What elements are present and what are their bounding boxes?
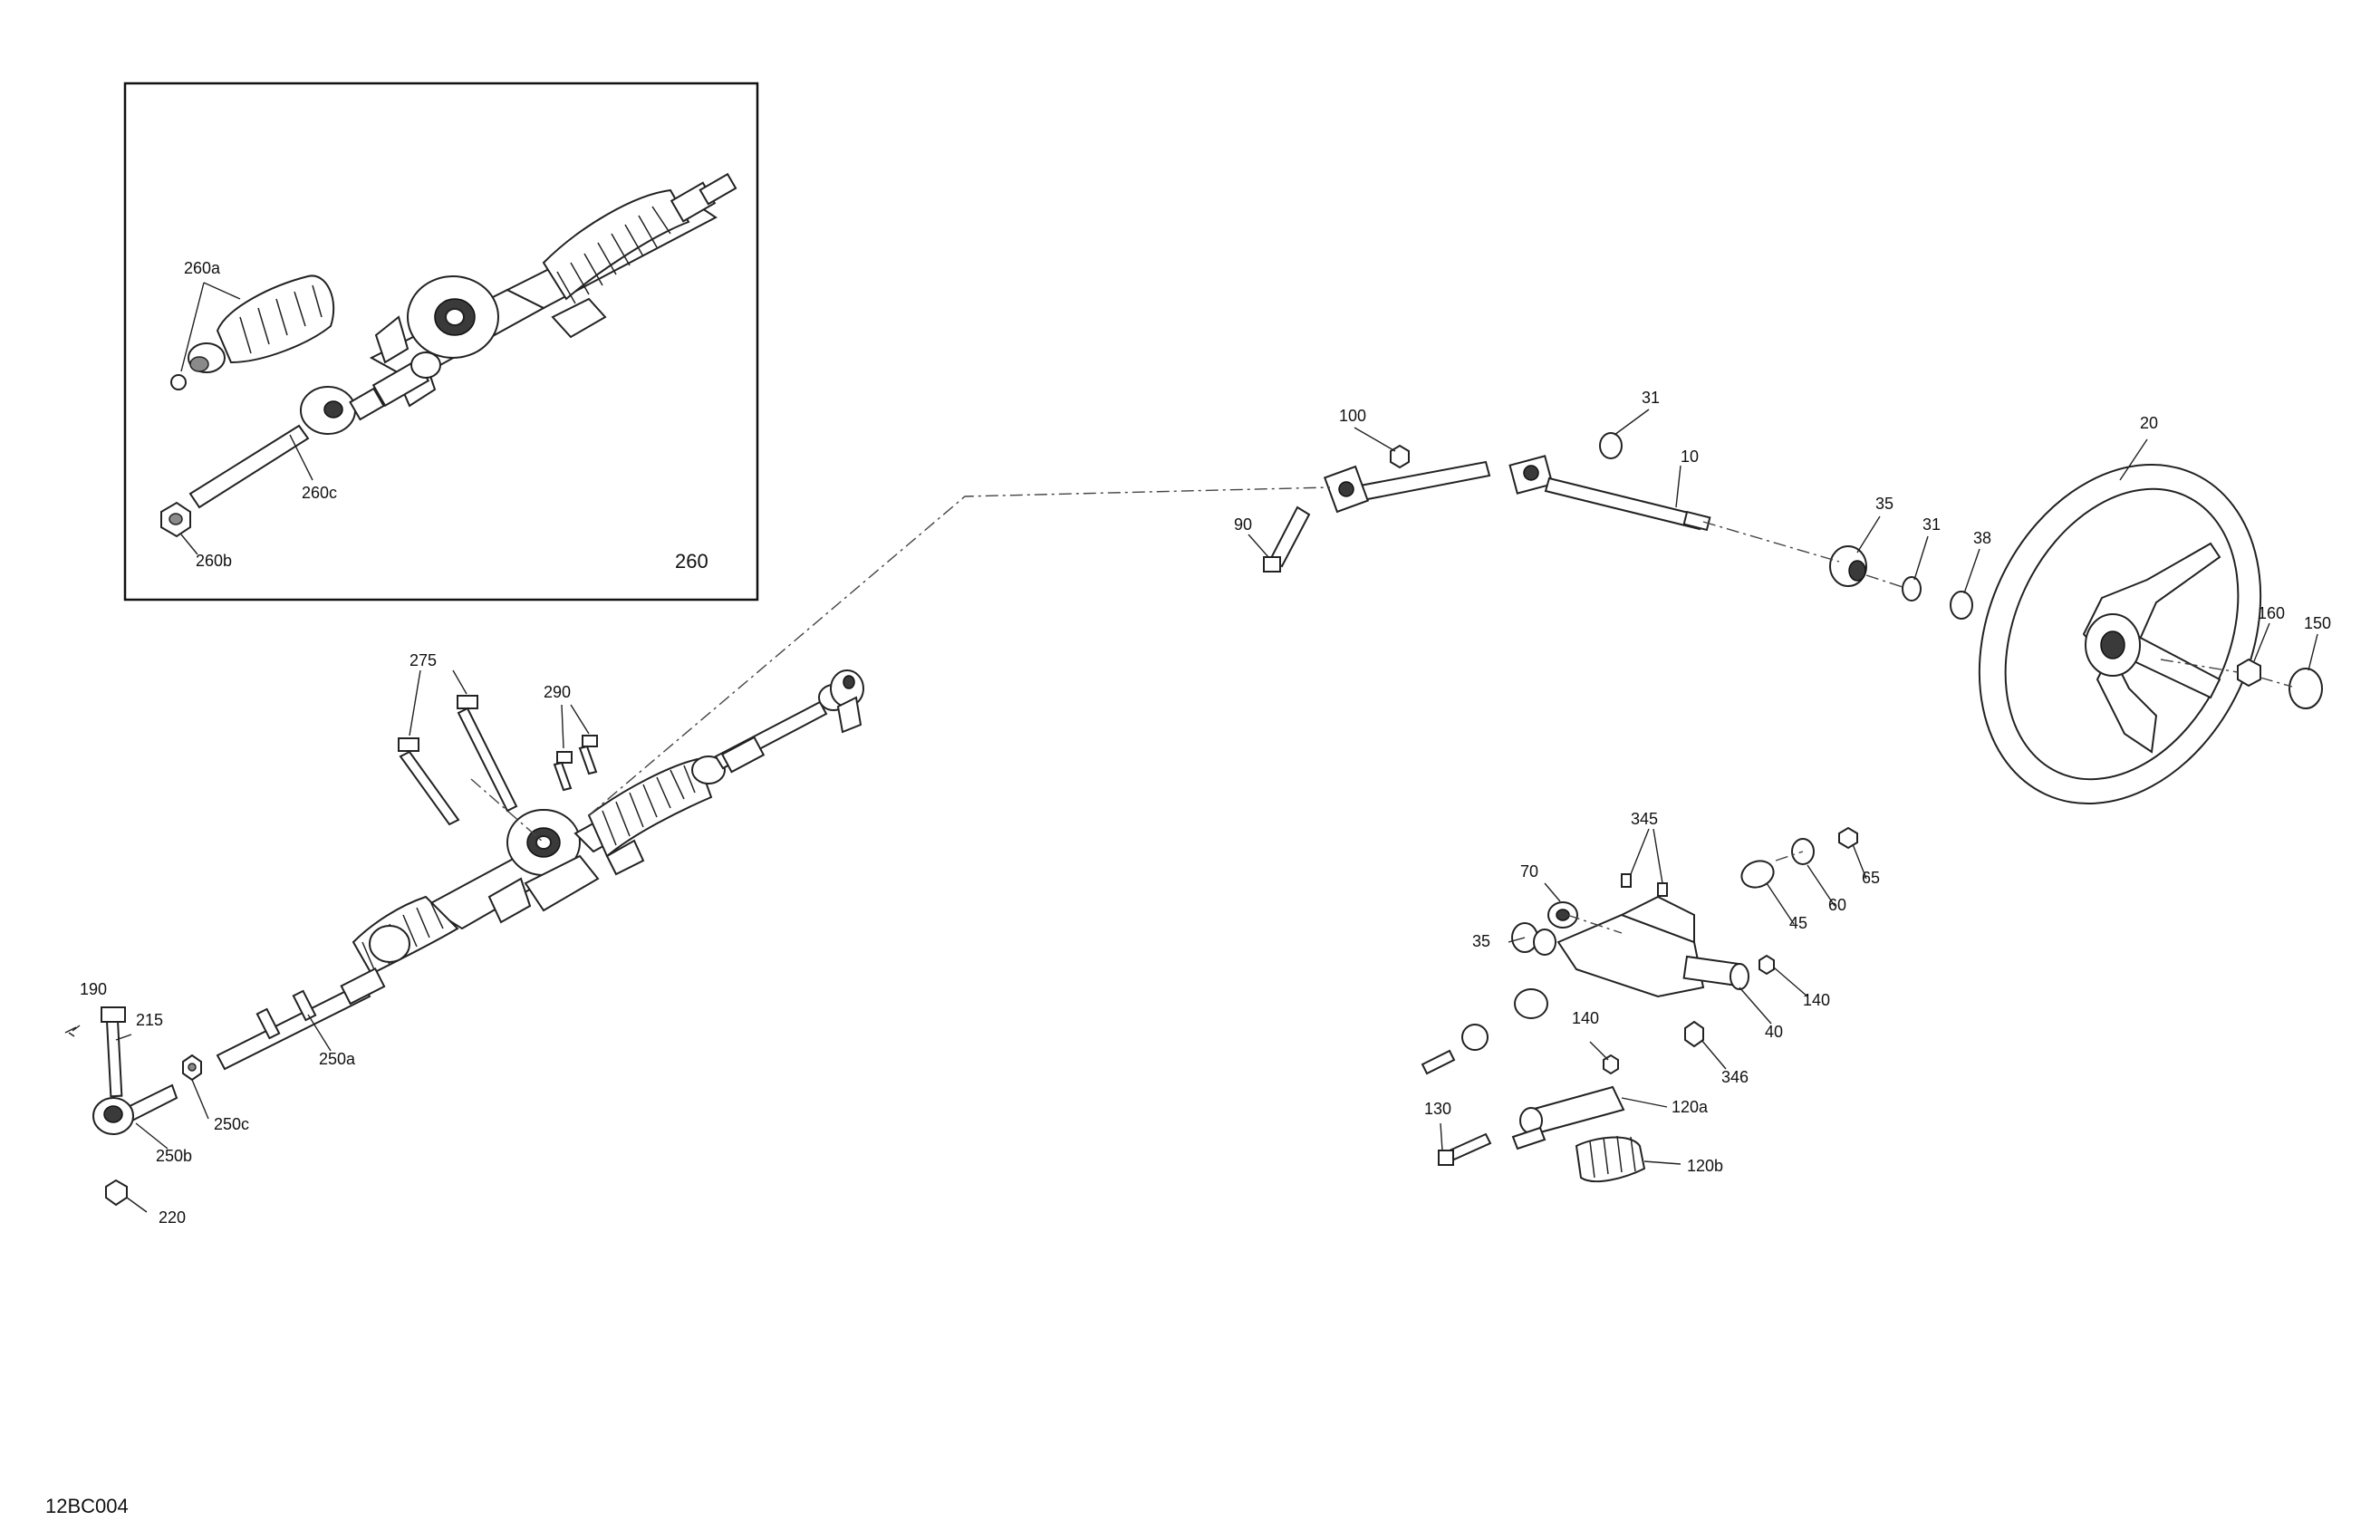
label-10: 10 [1681, 448, 1699, 466]
rack-tie-rod-right [714, 669, 864, 774]
label-31-lower: 31 [1922, 515, 1941, 534]
bolt-65 [1838, 826, 1858, 850]
cotter-pin-190 [64, 1026, 77, 1037]
label-150: 150 [2304, 614, 2331, 632]
steering-wheel-20 [1978, 463, 2262, 805]
label-38: 38 [1973, 529, 1991, 547]
u-joint-upper [1508, 455, 1554, 495]
label-250b: 250b [156, 1147, 192, 1165]
nut-346 [1684, 1020, 1704, 1048]
screws-345 [1621, 873, 1668, 897]
bolt-130 [1421, 1049, 1492, 1166]
label-346: 346 [1721, 1068, 1749, 1086]
steering-shaft-10 [1323, 455, 1711, 532]
rack-boot-left [352, 895, 459, 976]
boot-120b [1575, 1135, 1646, 1183]
bushing-35-upper [1829, 545, 1867, 587]
leader-lines [72, 409, 2318, 1213]
steering-rack-assembly [64, 669, 864, 1207]
u-joint-lower [1323, 465, 1370, 514]
label-65: 65 [1862, 869, 1880, 887]
label-345: 345 [1631, 810, 1658, 828]
label-260b: 260b [196, 552, 232, 570]
label-220: 220 [159, 1208, 186, 1227]
rack-boot-right [587, 756, 726, 876]
label-215: 215 [136, 1011, 163, 1029]
label-260c: 260c [302, 484, 337, 502]
label-40: 40 [1765, 1023, 1783, 1041]
snap-ring-31-upper [1599, 432, 1623, 459]
washer-45 [1740, 860, 1775, 889]
label-90: 90 [1234, 515, 1252, 534]
inset-box-260 [123, 82, 759, 602]
label-35-lower: 35 [1472, 932, 1490, 950]
label-31-upper: 31 [1642, 389, 1660, 407]
label-70: 70 [1520, 862, 1538, 881]
label-250a: 250a [319, 1050, 356, 1068]
label-140-left: 140 [1572, 1009, 1599, 1027]
label-190: 190 [80, 980, 107, 998]
nut-140-left [1603, 1054, 1619, 1075]
label-290: 290 [544, 683, 571, 701]
jam-nut-250c [182, 1054, 202, 1082]
label-100: 100 [1339, 407, 1366, 425]
diagram-code: 12BC004 [45, 1495, 129, 1517]
label-140-right: 140 [1803, 991, 1830, 1009]
cylinder-120a [1511, 1085, 1625, 1150]
label-130: 130 [1424, 1100, 1451, 1118]
label-120a: 120a [1672, 1098, 1709, 1116]
part-labels: 260a 260b 260c 260 275 290 250a 250b 250… [45, 259, 2331, 1517]
center-lines [470, 486, 2293, 934]
inset-boot-260a [170, 274, 335, 390]
ring-38 [1950, 591, 1973, 620]
bushing-70 [1547, 901, 1578, 929]
inset-tie-rod-260c [188, 351, 441, 509]
label-60: 60 [1828, 896, 1846, 914]
bolt-90 [1263, 505, 1311, 573]
inset-number-260: 260 [675, 550, 708, 573]
nut-220 [105, 1179, 128, 1207]
label-160: 160 [2258, 604, 2285, 622]
label-35-upper: 35 [1875, 495, 1893, 513]
bolts-290 [553, 735, 598, 792]
bolts-275 [398, 695, 518, 826]
label-260a: 260a [184, 259, 221, 277]
inset-nut-260b [160, 501, 191, 538]
nut-160 [2237, 658, 2261, 688]
label-250c: 250c [214, 1115, 249, 1133]
label-20: 20 [2140, 414, 2158, 432]
cap-150 [2288, 668, 2323, 709]
label-275: 275 [410, 651, 437, 669]
tie-rod-250a [216, 967, 386, 1071]
nut-100 [1390, 444, 1410, 469]
nut-140-right [1759, 954, 1775, 976]
label-45: 45 [1789, 914, 1807, 932]
label-120b: 120b [1687, 1157, 1723, 1175]
tie-rod-end-250b [92, 1006, 178, 1135]
steering-bracket-40 [1556, 895, 1749, 998]
snap-ring-31-lower [1902, 576, 1922, 602]
